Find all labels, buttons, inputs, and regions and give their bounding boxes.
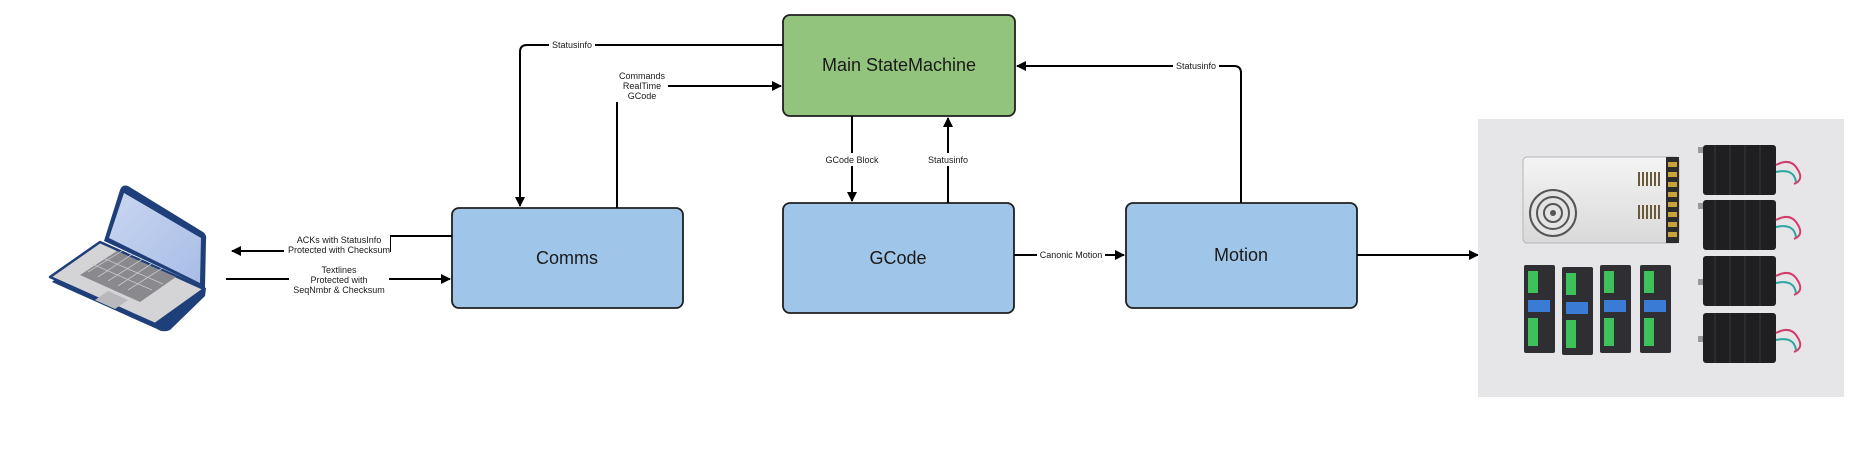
edge-label-seqnmbr: SeqNmbr & Checksum bbox=[293, 285, 385, 295]
stepper-motor-3 bbox=[1698, 256, 1802, 306]
edge-label-textlines: Textlines bbox=[321, 265, 357, 275]
edge-gcode-block: GCode Block bbox=[822, 116, 882, 202]
laptop-icon bbox=[48, 185, 207, 332]
edge-statusinfo-motion-to-main: Statusinfo bbox=[1016, 59, 1242, 203]
edge-commands-comms-to-main: Commands RealTime GCode bbox=[614, 70, 782, 208]
edge-label-gcode: GCode bbox=[628, 91, 657, 101]
edge-label-gcode-block: GCode Block bbox=[825, 155, 879, 165]
stepper-driver-4 bbox=[1640, 265, 1671, 353]
edge-statusinfo-main-to-comms: Statusinfo bbox=[515, 38, 783, 207]
power-supply-image bbox=[1522, 156, 1680, 244]
edge-label-canonic-motion: Canonic Motion bbox=[1040, 250, 1103, 260]
edge-label-realtime: RealTime bbox=[623, 81, 661, 91]
main-statemachine-label: Main StateMachine bbox=[822, 55, 976, 75]
stepper-driver-3 bbox=[1600, 265, 1631, 353]
gcode-label: GCode bbox=[869, 248, 926, 268]
motion-label: Motion bbox=[1214, 245, 1268, 265]
stepper-driver-2 bbox=[1562, 267, 1593, 355]
edge-label-statusinfo: Statusinfo bbox=[552, 40, 592, 50]
edge-canonic-motion: Canonic Motion bbox=[1014, 249, 1125, 262]
stepper-motor-4 bbox=[1698, 313, 1802, 363]
hardware-photo bbox=[1478, 119, 1844, 397]
edge-acks-comms-to-pc: ACKs with StatusInfo Protected with Chec… bbox=[231, 233, 452, 257]
motion-box: Motion bbox=[1125, 202, 1358, 309]
edge-textlines-pc-to-comms: Textlines Protected with SeqNmbr & Check… bbox=[226, 264, 451, 296]
edge-label-acks-checksum: Protected with Checksum bbox=[288, 245, 390, 255]
stepper-motor-1 bbox=[1698, 145, 1802, 195]
edge-label-protected: Protected with bbox=[310, 275, 367, 285]
gcode-box: GCode bbox=[782, 202, 1015, 314]
stepper-driver-1 bbox=[1524, 265, 1555, 353]
main-statemachine-box: Main StateMachine bbox=[782, 14, 1016, 117]
stepper-motor-2 bbox=[1698, 200, 1802, 250]
edge-label-commands: Commands bbox=[619, 71, 666, 81]
comms-label: Comms bbox=[536, 248, 598, 268]
edge-statusinfo-gcode-to-main: Statusinfo bbox=[925, 117, 971, 203]
comms-box: Comms bbox=[451, 207, 684, 309]
edge-label-statusinfo-3: Statusinfo bbox=[1176, 61, 1216, 71]
edge-label-acks: ACKs with StatusInfo bbox=[297, 235, 382, 245]
edge-label-statusinfo-2: Statusinfo bbox=[928, 155, 968, 165]
